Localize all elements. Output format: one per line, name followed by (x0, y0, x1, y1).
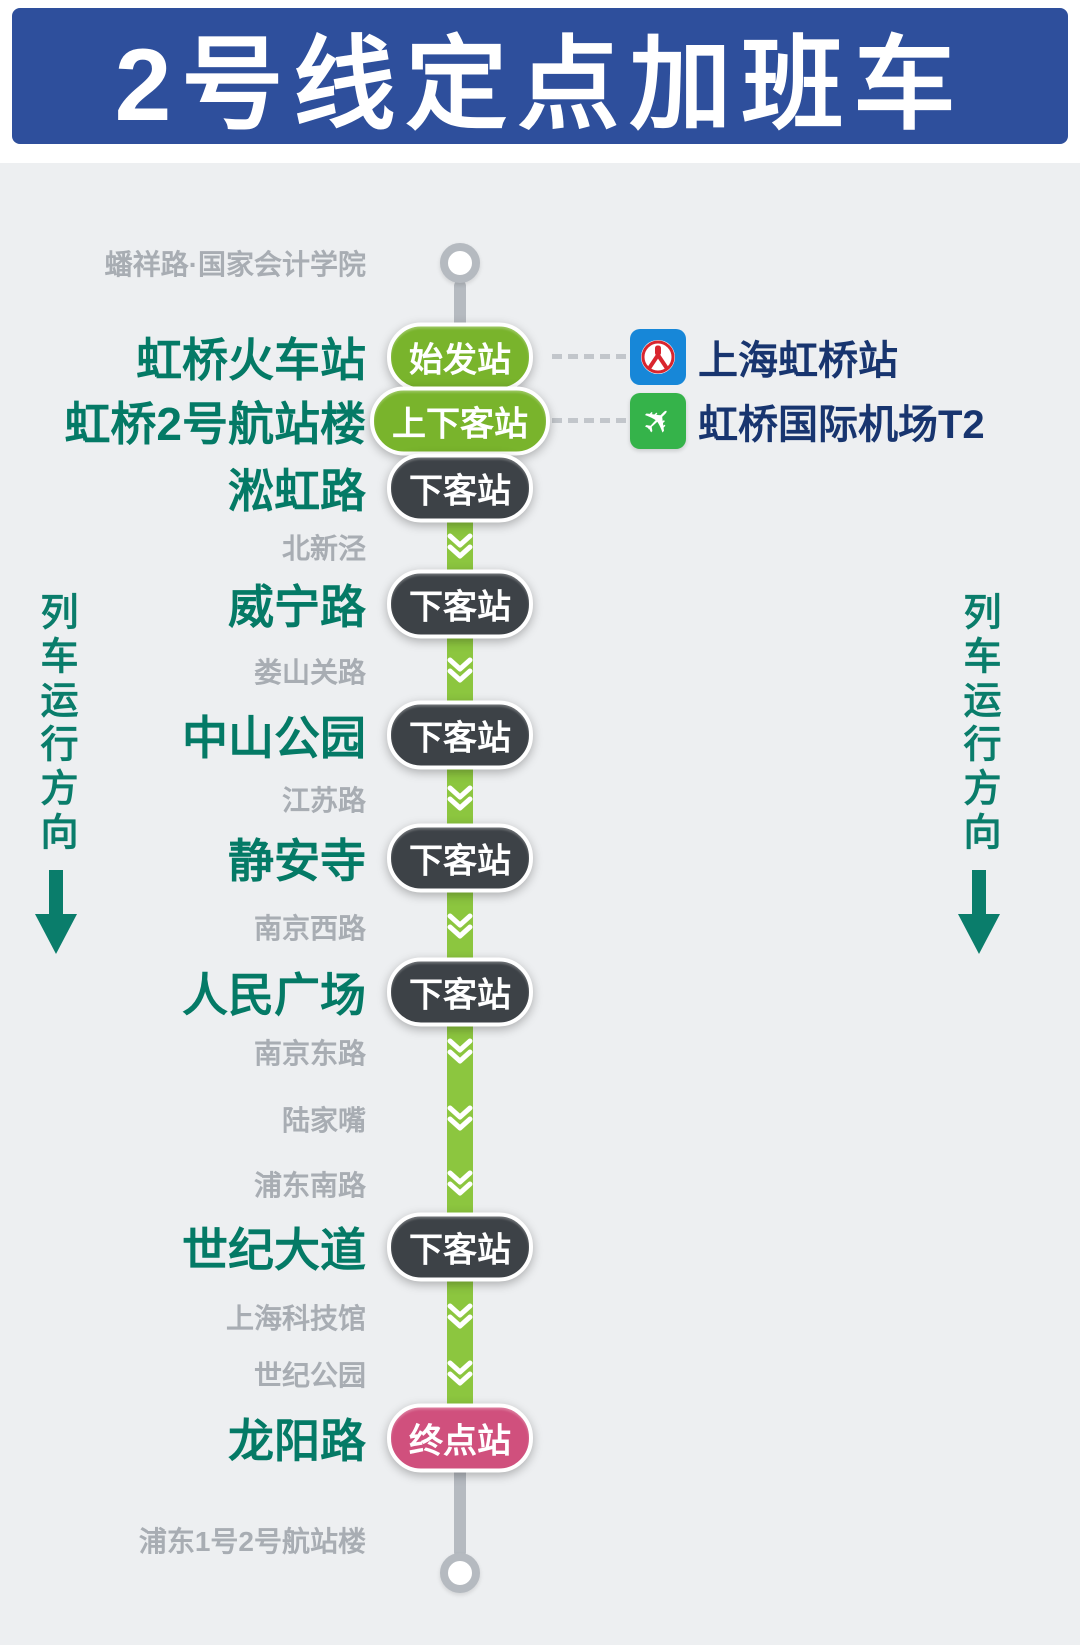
airplane-icon: ✈ (630, 393, 686, 449)
station-badge: 始发站 (387, 322, 533, 392)
station-name: 娄山关路 (253, 657, 366, 688)
terminus-circle-marker (440, 1553, 480, 1593)
track-arrow-icon (445, 913, 475, 941)
station-name: 虹桥火车站 (136, 334, 366, 386)
station-name: 淞虹路 (228, 465, 366, 517)
track-arrow-icon (445, 1105, 475, 1133)
station-badge: 上下客站 (370, 386, 550, 456)
station-badge: 下客站 (387, 453, 533, 523)
page-title: 2号线定点加班车 (114, 27, 966, 142)
station-name: 中山公园 (182, 712, 366, 764)
station-name: 静安寺 (228, 835, 366, 887)
station-name: 南京西路 (253, 913, 366, 944)
track-arrow-icon (445, 533, 475, 561)
station-badge: 下客站 (387, 1212, 533, 1282)
station-badge: 下客站 (387, 569, 533, 639)
railway-station-icon (630, 329, 686, 385)
station-name: 南京东路 (253, 1038, 366, 1069)
track-arrow-icon (445, 785, 475, 813)
track-arrow-icon (445, 1038, 475, 1066)
direction-label: 列车运行方向 (957, 592, 999, 856)
station-name: 上海科技馆 (225, 1303, 366, 1334)
station-name: 北新泾 (281, 533, 366, 564)
link-label: 虹桥国际机场T2 (698, 403, 985, 447)
station-badge: 终点站 (387, 1403, 533, 1473)
track-arrow-icon (445, 657, 475, 685)
link-connector (552, 418, 626, 423)
station-name: 蟠祥路·国家会计学院 (104, 249, 366, 280)
station-badge: 下客站 (387, 957, 533, 1027)
link-connector (552, 354, 626, 359)
station-name: 人民广场 (182, 969, 366, 1021)
terminus-circle-marker (440, 243, 480, 283)
station-name: 浦东1号2号航站楼 (138, 1526, 366, 1557)
track-arrow-icon (445, 1303, 475, 1331)
station-name: 陆家嘴 (281, 1105, 366, 1136)
station-name: 龙阳路 (228, 1415, 366, 1467)
station-name: 世纪大道 (182, 1224, 366, 1276)
track-arrow-icon (445, 1170, 475, 1198)
station-badge: 下客站 (387, 700, 533, 770)
down-arrow-icon (34, 870, 77, 954)
station-name: 虹桥2号航站楼 (64, 398, 366, 450)
down-arrow-icon (957, 870, 1000, 954)
page-title-banner: 2号线定点加班车 (12, 8, 1068, 144)
station-name: 江苏路 (281, 785, 366, 816)
direction-indicator-left: 列车运行方向 (28, 592, 83, 956)
track-segment-gray-bottom (454, 1450, 466, 1558)
link-label: 上海虹桥站 (698, 339, 898, 383)
airplane-glyph: ✈ (632, 395, 683, 446)
direction-label: 列车运行方向 (34, 592, 76, 856)
station-name: 世纪公园 (253, 1360, 366, 1391)
station-name: 浦东南路 (253, 1170, 366, 1201)
direction-indicator-right: 列车运行方向 (951, 592, 1006, 956)
station-badge: 下客站 (387, 823, 533, 893)
track-arrow-icon (445, 1360, 475, 1388)
station-name: 威宁路 (228, 581, 366, 633)
